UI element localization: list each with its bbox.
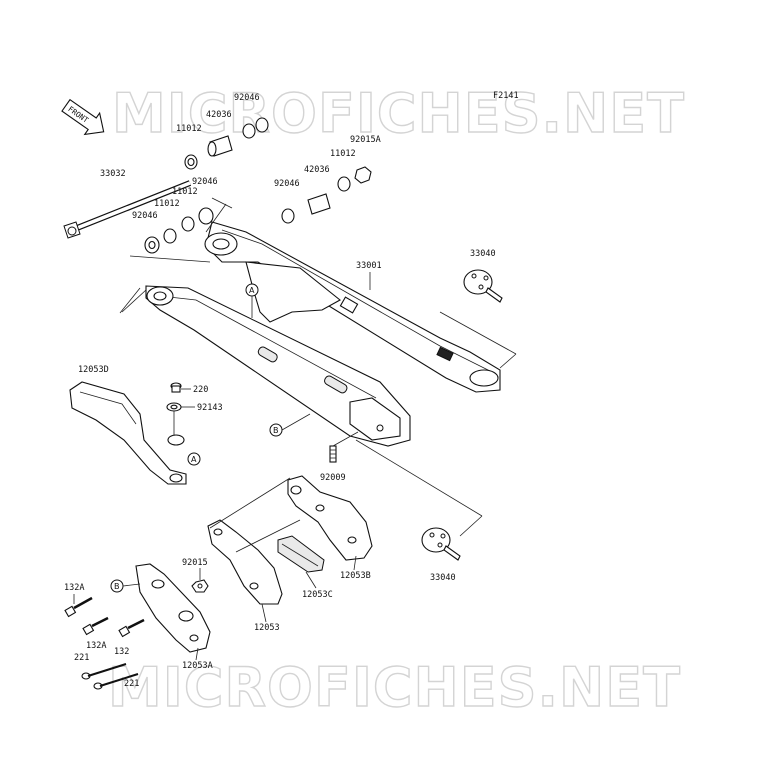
svg-text:B: B xyxy=(114,582,120,591)
label-92015a: 92015A xyxy=(350,135,381,145)
label-11012-top: 11012 xyxy=(176,124,202,134)
label-12053: 12053 xyxy=(254,623,280,633)
label-12053a: 12053A xyxy=(182,661,213,671)
bolt-132a-top xyxy=(64,596,93,618)
chain-adjuster-upper xyxy=(463,269,503,303)
nut-92015 xyxy=(191,579,209,593)
diagram-code: F2141 xyxy=(493,91,519,101)
label-132a-bottom: 132A xyxy=(86,641,106,651)
chain-adjuster-lower xyxy=(421,527,461,561)
label-92046-top: 92046 xyxy=(234,93,260,103)
label-11012-mid: 11012 xyxy=(330,149,356,159)
svg-text:A: A xyxy=(249,286,255,295)
label-92009: 92009 xyxy=(320,473,346,483)
label-12053b: 12053B xyxy=(340,571,371,581)
svg-text:B: B xyxy=(273,426,279,435)
bearing-set-upper xyxy=(184,117,269,170)
watermark-top: MICROFICHES.NET xyxy=(112,82,685,145)
washer-92143 xyxy=(166,402,182,412)
label-11012-left2: 11012 xyxy=(172,187,198,197)
callout-b-guard: B xyxy=(110,579,124,593)
watermark-bottom: MICROFICHES.NET xyxy=(108,656,681,719)
screw-221-left xyxy=(81,663,127,680)
bolt-132 xyxy=(118,618,145,638)
bearing-set-mid xyxy=(281,166,372,224)
bearing-set-left xyxy=(144,207,214,254)
callout-b-arm: B xyxy=(269,423,283,437)
label-132a-top: 132A xyxy=(64,583,84,593)
chain-slider-12053b xyxy=(287,475,373,561)
label-33001: 33001 xyxy=(356,261,382,271)
label-33040-bottom: 33040 xyxy=(430,573,456,583)
label-92046-mid: 92046 xyxy=(274,179,300,189)
stud-92009 xyxy=(329,445,337,463)
slider-pad-12053c xyxy=(277,535,325,573)
label-92046-left: 92046 xyxy=(132,211,158,221)
label-132: 132 xyxy=(114,647,129,657)
label-12053c: 12053C xyxy=(302,590,333,600)
label-221-left: 221 xyxy=(74,653,89,663)
label-11012-left: 11012 xyxy=(154,199,180,209)
label-33040-top: 33040 xyxy=(470,249,496,259)
chain-guide-12053d xyxy=(69,381,187,485)
plate-12053 xyxy=(207,519,283,605)
label-92046-left2: 92046 xyxy=(192,177,218,187)
swing-arm xyxy=(145,221,501,447)
label-92015: 92015 xyxy=(182,558,208,568)
label-221-right: 221 xyxy=(124,679,139,689)
chain-guard-12053a xyxy=(135,563,211,653)
label-42036-top: 42036 xyxy=(206,110,232,120)
screw-221-right xyxy=(93,673,139,690)
label-92143: 92143 xyxy=(197,403,223,413)
callout-a-guide: A xyxy=(187,452,201,466)
label-12053d: 12053D xyxy=(78,365,109,375)
bolt-220 xyxy=(170,382,182,393)
pivot-shaft xyxy=(63,180,192,239)
bolt-132a-bottom xyxy=(82,616,109,636)
callout-a-arm: A xyxy=(245,283,259,297)
label-33032: 33032 xyxy=(100,169,126,179)
label-42036-mid: 42036 xyxy=(304,165,330,175)
svg-text:A: A xyxy=(191,455,197,464)
front-arrow-icon: FRONT xyxy=(61,98,105,136)
label-220: 220 xyxy=(193,385,208,395)
